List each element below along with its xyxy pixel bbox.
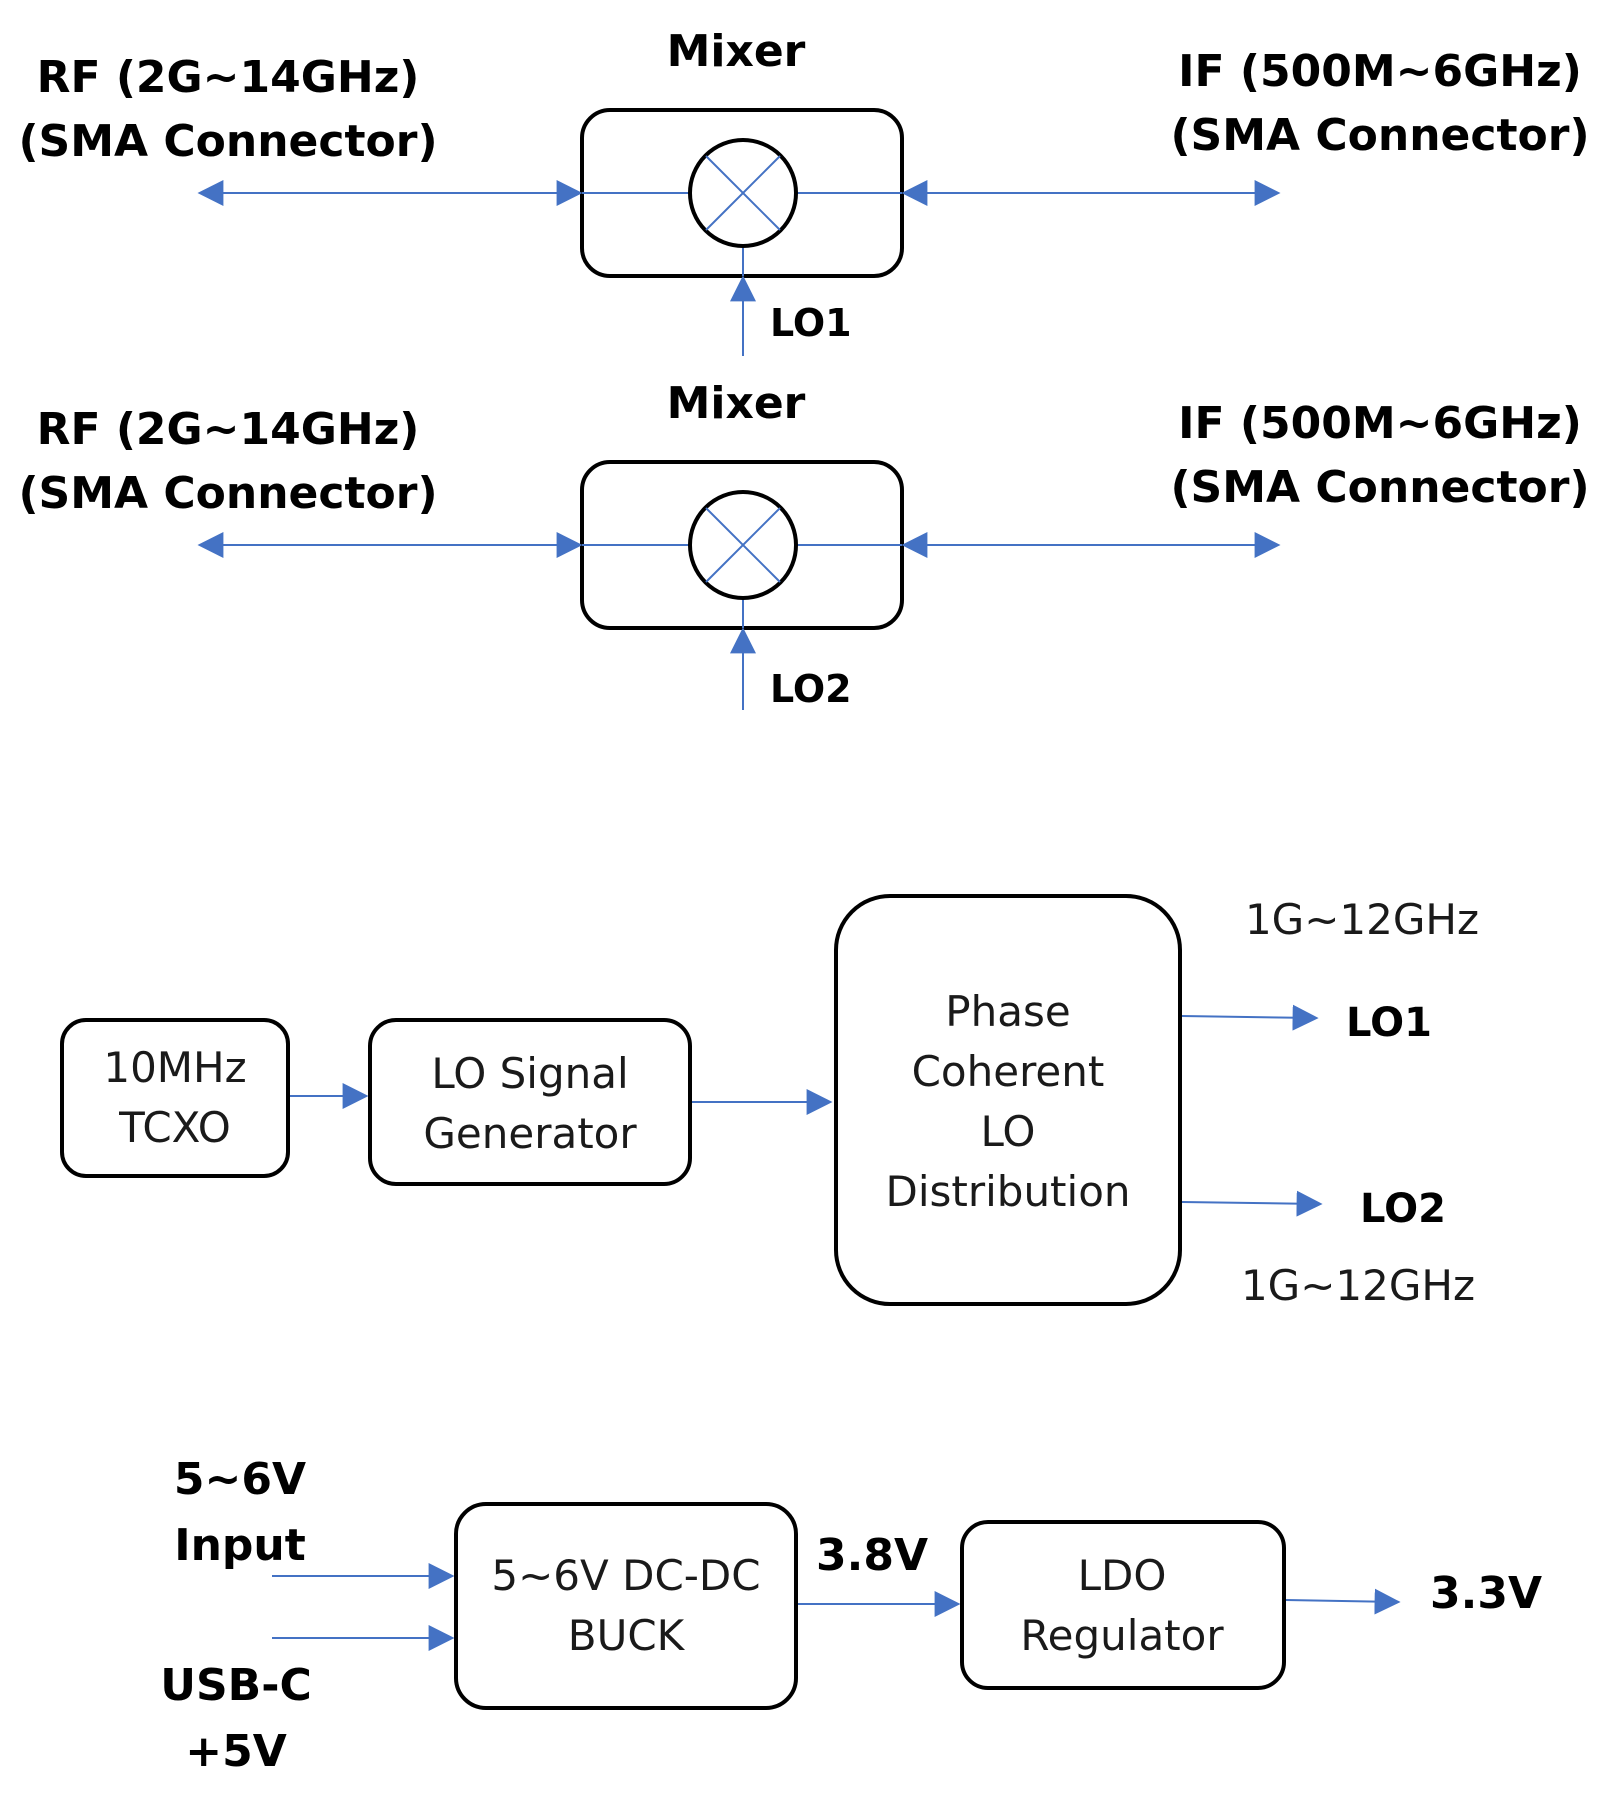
mixer1-rf-label-line1: RF (2G~14GHz) bbox=[37, 52, 420, 103]
mixer2-lo-label: LO2 bbox=[770, 667, 852, 711]
lo-generator-box bbox=[368, 1018, 692, 1186]
tcxo-box bbox=[60, 1018, 290, 1178]
lo2-frequency-label: 1G~12GHz bbox=[1241, 1261, 1475, 1310]
usb-input-label-line1: USB-C bbox=[160, 1660, 312, 1711]
buck-label-line2: BUCK bbox=[568, 1611, 686, 1660]
ldo-label-line2: Regulator bbox=[1020, 1611, 1224, 1660]
ldo-label-line1: LDO bbox=[1078, 1551, 1167, 1600]
lo2-output-label: LO2 bbox=[1360, 1186, 1446, 1232]
tcxo-label-line1: 10MHz bbox=[103, 1043, 246, 1092]
mixer2-if-label-line2: (SMA Connector) bbox=[1170, 462, 1589, 513]
ldo-regulator-box bbox=[960, 1520, 1286, 1690]
buck-converter-box bbox=[454, 1502, 798, 1710]
power-input-label-line1: 5~6V bbox=[174, 1454, 306, 1505]
mixer1-symbol-icon bbox=[688, 138, 798, 248]
lo-generator-label-line2: Generator bbox=[423, 1109, 637, 1158]
power-section: 5~6V Input USB-C +5V 5~6V DC-DC BUCK 3.8… bbox=[160, 1454, 1542, 1777]
mid-voltage-label: 3.8V bbox=[816, 1530, 928, 1581]
ldo-output-arrow bbox=[1285, 1588, 1401, 1615]
usb-input-label-line2: +5V bbox=[185, 1726, 287, 1777]
lo-distribution-label-line2: Coherent bbox=[912, 1047, 1105, 1096]
mixer2-title: Mixer bbox=[667, 378, 806, 429]
mixer1-title: Mixer bbox=[667, 26, 806, 77]
output-voltage-label: 3.3V bbox=[1430, 1568, 1542, 1619]
power-input-label-line2: Input bbox=[174, 1520, 306, 1571]
mixer2-if-label-line1: IF (500M~6GHz) bbox=[1178, 398, 1582, 449]
lo-distribution-label-line1: Phase bbox=[945, 987, 1070, 1036]
mixer1-if-label-line1: IF (500M~6GHz) bbox=[1178, 46, 1582, 97]
tcxo-label-line2: TCXO bbox=[118, 1103, 231, 1152]
lo1-output-arrow bbox=[1181, 1004, 1319, 1031]
lo2-output-arrow bbox=[1181, 1190, 1323, 1217]
mixer1-lo-label: LO1 bbox=[770, 301, 852, 345]
mixer2-rf-label-line2: (SMA Connector) bbox=[18, 468, 437, 519]
mixer2-rf-label-line1: RF (2G~14GHz) bbox=[37, 404, 420, 455]
lo-chain-section: 10MHz TCXO LO Signal Generator Phase Coh… bbox=[60, 894, 1479, 1310]
lo1-frequency-label: 1G~12GHz bbox=[1245, 895, 1479, 944]
mixer1-section: Mixer RF (2G~14GHz) (SMA Connector) IF (… bbox=[18, 26, 1590, 356]
mixer2-symbol-icon bbox=[688, 490, 798, 600]
lo-distribution-label-line3: LO bbox=[981, 1107, 1036, 1156]
lo-generator-label-line1: LO Signal bbox=[431, 1049, 628, 1098]
lo-distribution-box bbox=[834, 894, 1182, 1306]
mixer2-section: Mixer RF (2G~14GHz) (SMA Connector) IF (… bbox=[18, 378, 1589, 711]
mixer1-if-label-line2: (SMA Connector) bbox=[1170, 110, 1589, 161]
buck-label-line1: 5~6V DC-DC bbox=[491, 1551, 760, 1600]
mixer1-rf-label-line2: (SMA Connector) bbox=[18, 116, 437, 167]
lo1-output-label: LO1 bbox=[1346, 1000, 1432, 1046]
lo-distribution-label-line4: Distribution bbox=[885, 1167, 1130, 1216]
